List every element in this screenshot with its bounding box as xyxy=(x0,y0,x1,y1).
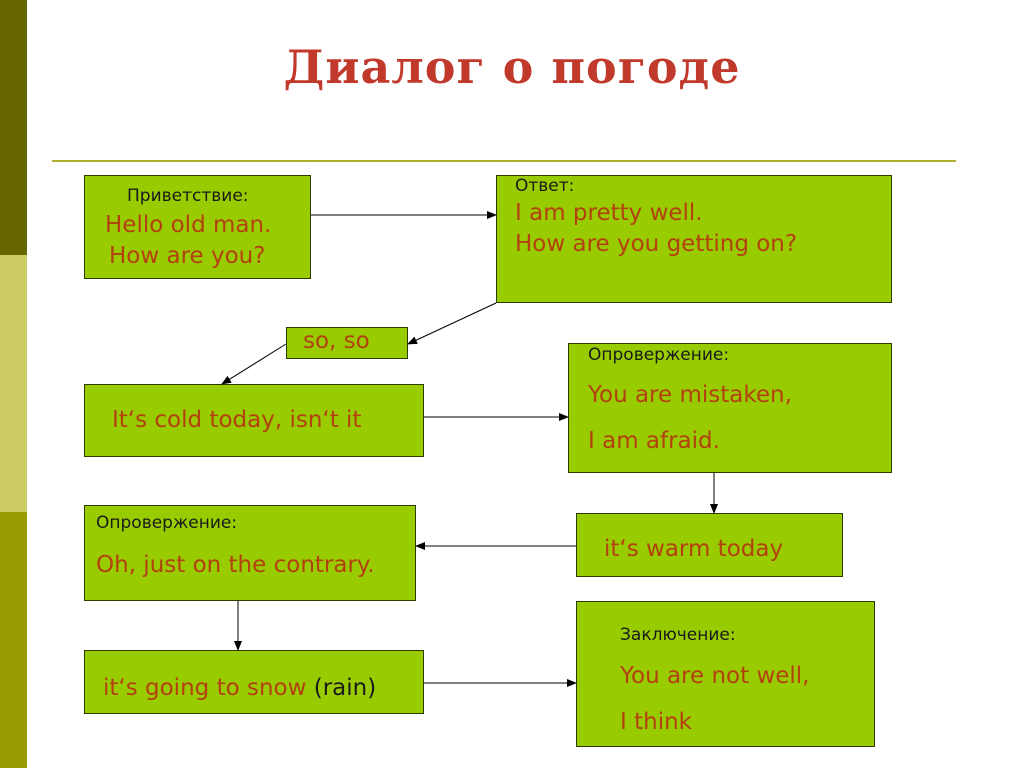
title-divider xyxy=(52,160,956,162)
sidebar-light-segment xyxy=(0,255,27,512)
snow-suffix-text: (rain) xyxy=(313,675,377,701)
greeting-line1: Hello old man. xyxy=(105,212,272,238)
answer-line2: How are you getting on? xyxy=(515,231,798,257)
snow-text: it‘s going to snow (rain) xyxy=(103,675,376,703)
greeting-line2: How are you? xyxy=(109,243,266,269)
soso-box: so, so xyxy=(286,327,408,359)
objection1-line2: I am afraid. xyxy=(588,428,720,454)
slide-title: Диалог о погоде xyxy=(283,40,741,94)
sidebar-dark-segment xyxy=(0,0,27,255)
snow-main-text: it‘s going to snow xyxy=(103,675,314,701)
warm-text: it‘s warm today xyxy=(604,536,784,562)
greeting-box: Приветствие: Hello old man. How are you? xyxy=(84,175,311,279)
objection2-box: Опровержение: Oh, just on the contrary. xyxy=(84,505,416,601)
objection1-label: Опровержение: xyxy=(588,345,730,365)
cold-box: It‘s cold today, isn‘t it xyxy=(84,384,424,457)
conclusion-line2: I think xyxy=(620,709,692,735)
cold-text: It‘s cold today, isn‘t it xyxy=(112,407,362,433)
arrow-soso-to-cold xyxy=(221,343,287,385)
sidebar-mid-segment xyxy=(0,512,27,768)
snow-box: it‘s going to snow (rain) xyxy=(84,650,424,714)
arrow-answer-to-soso xyxy=(407,302,497,345)
conclusion-box: Заключение: You are not well, I think xyxy=(576,601,875,747)
answer-label: Ответ: xyxy=(515,176,575,196)
objection2-line1: Oh, just on the contrary. xyxy=(96,552,375,578)
greeting-label: Приветствие: xyxy=(127,186,249,206)
conclusion-line1: You are not well, xyxy=(620,663,810,689)
warm-box: it‘s warm today xyxy=(576,513,843,577)
objection1-box: Опровержение: You are mistaken, I am afr… xyxy=(568,343,892,473)
answer-line1: I am pretty well. xyxy=(515,200,703,226)
conclusion-label: Заключение: xyxy=(620,625,736,645)
answer-box: Ответ: I am pretty well. How are you get… xyxy=(496,175,892,303)
soso-text: so, so xyxy=(303,328,370,354)
objection2-label: Опровержение: xyxy=(96,513,238,533)
objection1-line1: You are mistaken, xyxy=(588,382,792,408)
